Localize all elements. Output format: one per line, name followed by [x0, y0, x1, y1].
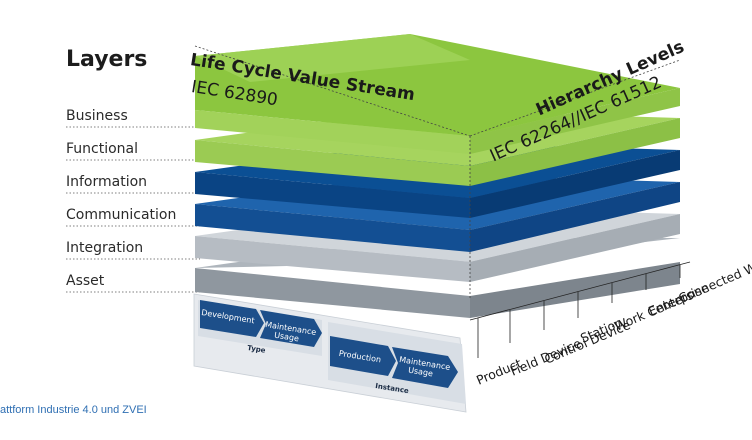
- source-caption: attform Industrie 4.0 und ZVEI: [0, 404, 147, 416]
- hierarchy-axis-line: [469, 59, 681, 137]
- lifecycle-axis-line: [194, 45, 471, 137]
- layer-label-communication: Communication: [66, 207, 177, 223]
- chevron-maintenance-type: [260, 310, 322, 347]
- chevron-production: [330, 336, 396, 376]
- layer-label-business: Business: [66, 108, 128, 124]
- chevron-development: [200, 300, 264, 337]
- business-slab: [195, 34, 680, 154]
- layer-label-functional: Functional: [66, 141, 139, 157]
- hierarchy-baseline: [469, 261, 691, 321]
- hierarchy-ticks: [469, 261, 691, 358]
- chevron-maintenance-instance: [392, 347, 458, 388]
- layer-label-asset: Asset: [66, 273, 105, 289]
- layer-label-information: Information: [66, 174, 148, 190]
- layers-title: Layers: [66, 47, 148, 72]
- axis-guides: [194, 45, 681, 300]
- leader-lines: [66, 126, 200, 293]
- layer-label-integration: Integration: [66, 240, 144, 256]
- lifecycle-band: [193, 293, 467, 413]
